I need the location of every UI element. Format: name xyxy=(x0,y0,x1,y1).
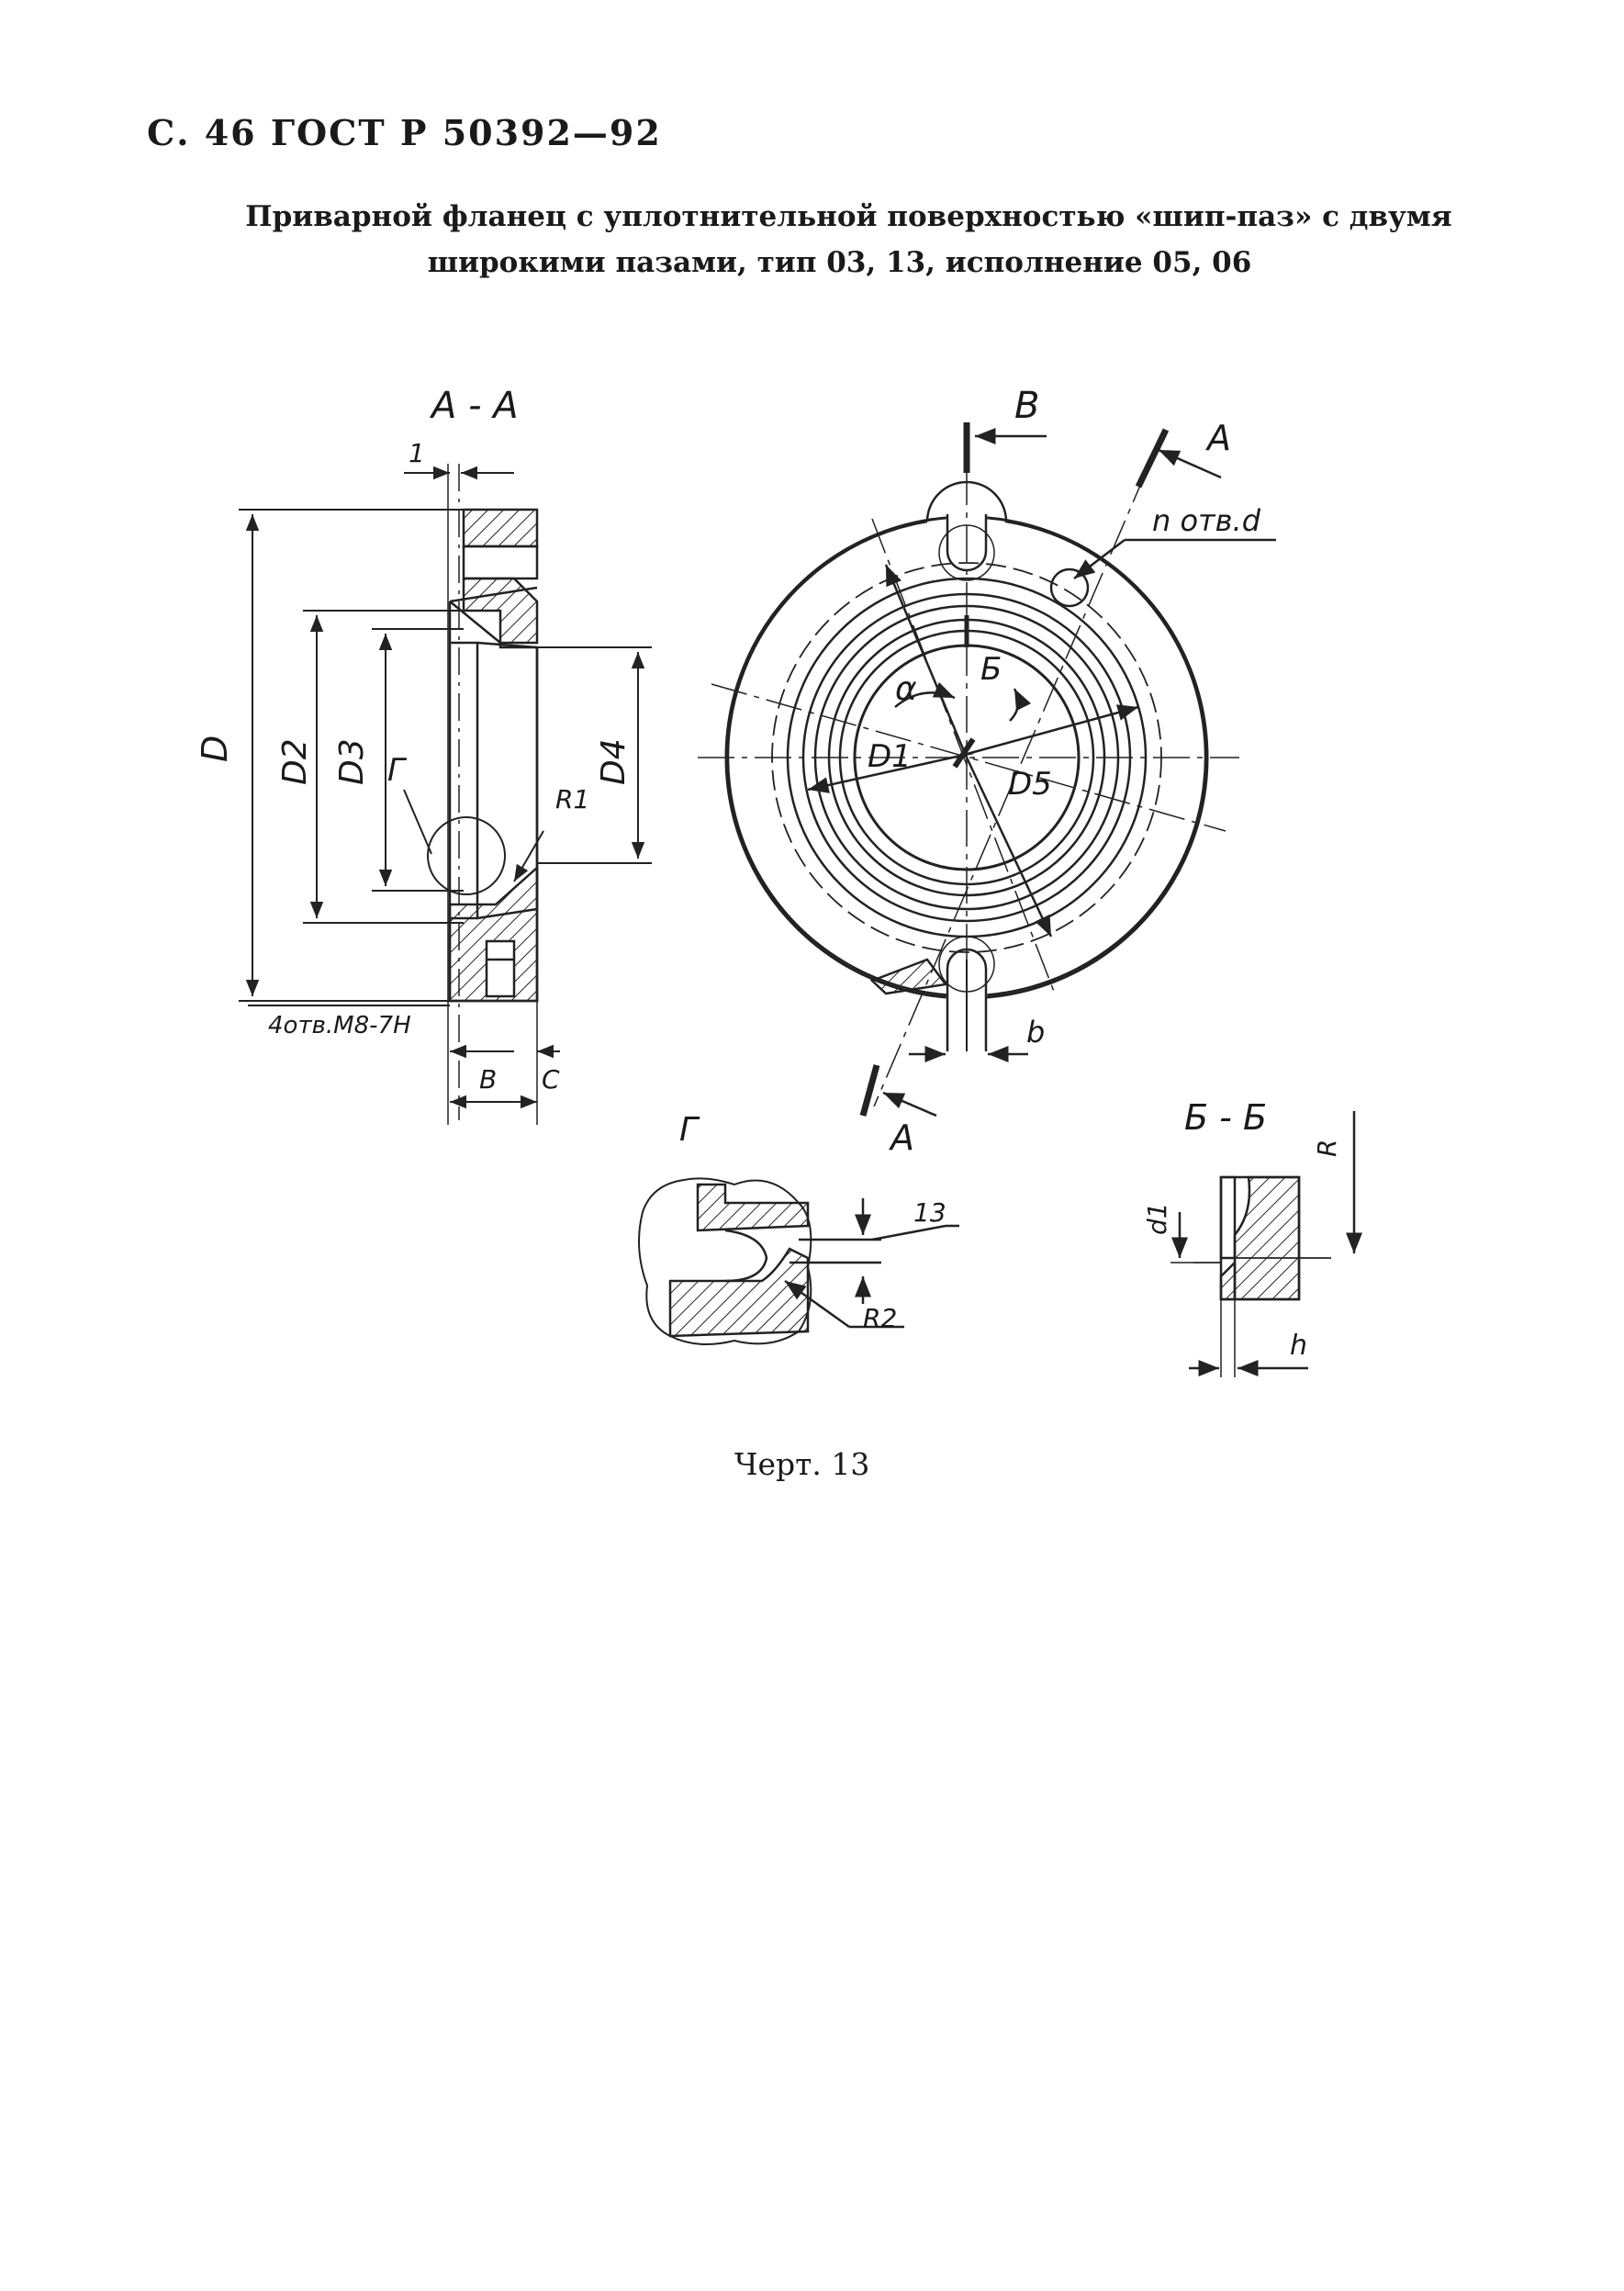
drawing-title-line-1: Приварной фланец с уплотнительной поверх… xyxy=(245,200,1452,233)
label-slot-b: b xyxy=(1026,1015,1045,1050)
label-d3: D3 xyxy=(333,738,371,785)
label-view-v: В xyxy=(1014,385,1039,427)
label-d1-small: d1 xyxy=(1142,1202,1172,1235)
label-section-bb: Б - Б xyxy=(1184,1097,1267,1138)
page-header: С. 46 ГОСТ Р 50392—92 xyxy=(147,112,662,153)
label-b-width: В xyxy=(479,1064,497,1095)
label-detail-g-mark: Г xyxy=(387,752,408,789)
label-h: h xyxy=(1290,1330,1307,1362)
label-d5: D5 xyxy=(1008,766,1052,803)
plan-view-centerlines xyxy=(698,467,1239,1107)
plan-view-section-marks xyxy=(807,422,1276,1117)
label-r: R xyxy=(1312,1140,1342,1157)
label-d1: D1 xyxy=(868,738,912,775)
label-dim-13: 13 xyxy=(913,1197,946,1228)
section-a-a-dimensions xyxy=(239,466,652,1109)
label-r1: R1 xyxy=(555,784,589,814)
label-cut-a-top: А xyxy=(1204,418,1231,458)
detail-g-view xyxy=(638,1177,959,1345)
label-cut-a-bottom: А xyxy=(888,1117,914,1158)
label-section-b: Б xyxy=(980,651,1002,688)
label-alpha: α xyxy=(895,670,917,708)
figure-caption: Черт. 13 xyxy=(734,1446,870,1482)
label-detail-g: Г xyxy=(679,1111,700,1149)
label-c-width: С xyxy=(542,1064,560,1095)
label-dim-1: 1 xyxy=(409,438,425,468)
label-tapped-holes: 4отв.М8-7Н xyxy=(268,1012,411,1039)
label-d: D xyxy=(195,736,235,762)
label-r2: R2 xyxy=(863,1303,897,1333)
label-d4: D4 xyxy=(595,738,633,785)
section-a-a-view xyxy=(427,464,539,1125)
drawing-title-line-2: широкими пазами, тип 03, 13, исполнение … xyxy=(427,246,1252,279)
label-bolt-holes: n отв.d xyxy=(1152,503,1261,538)
label-section-aa: А - А xyxy=(429,385,519,427)
section-bb-view xyxy=(1170,1111,1362,1377)
label-d2: D2 xyxy=(276,738,314,785)
